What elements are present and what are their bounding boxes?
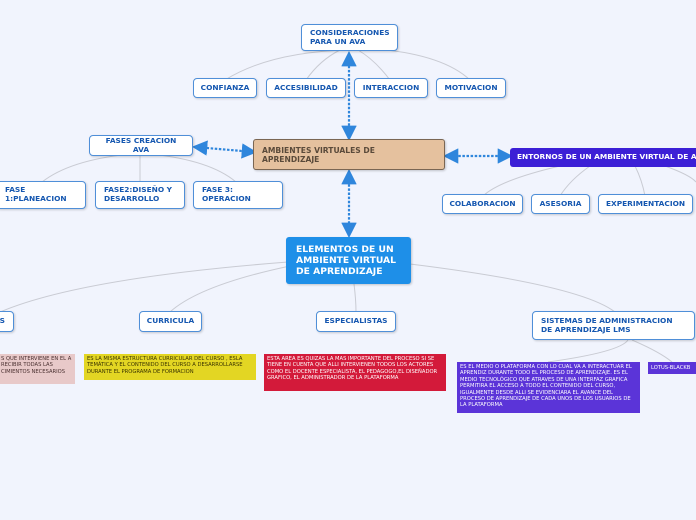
line-consideraciones-confianza [224,49,349,81]
note-lms-text: ES EL MEDIO O PLATAFORMA CON LO CUAL VA … [460,364,632,409]
node-fase3-label: FASE 3: OPERACION [202,185,251,203]
node-fase1-label: FASE 1:PLANEACION [5,185,67,203]
node-left-partial-label: S [0,316,5,326]
node-interaccion[interactable]: INTERACCION [354,78,428,98]
node-consideraciones-label: CONSIDERACIONES PARA UN AVA [310,27,390,46]
line-entornos-experimentacion [634,165,646,197]
node-sistemas-lms[interactable]: SISTEMAS DE ADMINISTRACION DE APRENDIZAJ… [532,311,695,340]
node-entornos[interactable]: ENTORNOS DE UN AMBIENTE VIRTUAL DE AP [510,148,696,167]
line-elementos-especialistas [353,283,357,313]
note-especialistas: ESTA AREA ES QUIZAS LA MAS IMPORTANTE DE… [264,354,446,391]
node-confianza-label: CONFIANZA [200,82,250,92]
node-motivacion-label: MOTIVACION [444,82,498,92]
node-accesibilidad[interactable]: ACCESIBILIDAD [266,78,346,98]
node-fase1[interactable]: FASE 1:PLANEACION [0,181,86,209]
node-ambientes-virtuales[interactable]: AMBIENTES VIRTUALES DE APRENDIZAJE [253,139,445,170]
line-consideraciones-motivacion [361,47,471,81]
line-lms-purple-note [547,339,629,363]
line-elementos-lms [409,263,616,313]
node-fase3[interactable]: FASE 3: OPERACION [193,181,283,209]
node-curricula[interactable]: CURRICULA [139,311,202,332]
node-colaboracion[interactable]: COLABORACION [442,194,523,214]
node-experimentacion[interactable]: EXPERIMENTACION [598,194,693,214]
note-curricula: ES LA MISMA ESTRUCTURA CURRICULAR DEL CU… [84,354,256,380]
node-curricula-label: CURRICULA [146,316,195,326]
line-fases-fase3 [149,153,237,183]
node-consideraciones[interactable]: CONSIDERACIONES PARA UN AVA [301,24,398,51]
line-elementos-left [0,261,289,313]
line-lms-lotus [631,339,673,363]
node-especialistas-label: ESPECIALISTAS [324,316,388,326]
node-especialistas[interactable]: ESPECIALISTAS [316,311,396,332]
node-fases-creacion-label: FASES CREACION AVA [105,135,177,154]
node-interaccion-label: INTERACCION [362,82,420,92]
node-accesibilidad-label: ACCESIBILIDAD [274,82,338,92]
node-elementos-label: ELEMENTOS DE UN AMBIENTE VIRTUAL DE APRE… [296,244,396,277]
node-left-partial[interactable]: S [0,311,14,332]
line-consideraciones-accesibilidad [305,49,341,81]
line-entornos-asesoria [559,165,591,197]
note-curricula-text: ES LA MISMA ESTRUCTURA CURRICULAR DEL CU… [87,356,243,375]
node-asesoria[interactable]: ASESORIA [531,194,590,214]
node-colaboracion-label: COLABORACION [449,198,516,208]
line-consideraciones-interaccion [357,49,391,81]
node-entornos-label: ENTORNOS DE UN AMBIENTE VIRTUAL DE AP [517,152,696,162]
node-lotus-label: LOTUS-BLACKB [651,365,691,371]
line-entornos-colaboracion [482,165,561,197]
node-confianza[interactable]: CONFIANZA [193,78,257,98]
line-elementos-curricula [169,265,291,313]
node-experimentacion-label: EXPERIMENTACION [605,198,686,208]
line-fases-fase1 [41,153,131,183]
node-asesoria-label: ASESORIA [539,198,582,208]
node-ambientes-virtuales-label: AMBIENTES VIRTUALES DE APRENDIZAJE [262,145,375,164]
note-especialistas-text: ESTA AREA ES QUIZAS LA MAS IMPORTANTE DE… [267,356,438,382]
line-entornos-offscreen [664,165,696,183]
note-left-pink: S QUE INTERVIENE EN EL A RECIBIR TODAS L… [0,354,75,384]
node-motivacion[interactable]: MOTIVACION [436,78,506,98]
node-fase2-label: FASE2:DISEÑO Y DESARROLLO [104,185,173,203]
node-lotus[interactable]: LOTUS-BLACKB [648,362,696,374]
node-elementos[interactable]: ELEMENTOS DE UN AMBIENTE VIRTUAL DE APRE… [286,237,411,284]
note-left-pink-text: S QUE INTERVIENE EN EL A RECIBIR TODAS L… [1,356,72,375]
arrow-root-fases [191,140,258,159]
node-sistemas-lms-label: SISTEMAS DE ADMINISTRACION DE APRENDIZAJ… [541,315,673,334]
node-fases-creacion[interactable]: FASES CREACION AVA [89,135,193,156]
node-fase2[interactable]: FASE2:DISEÑO Y DESARROLLO [95,181,185,209]
note-lms: ES EL MEDIO O PLATAFORMA CON LO CUAL VA … [457,362,640,413]
